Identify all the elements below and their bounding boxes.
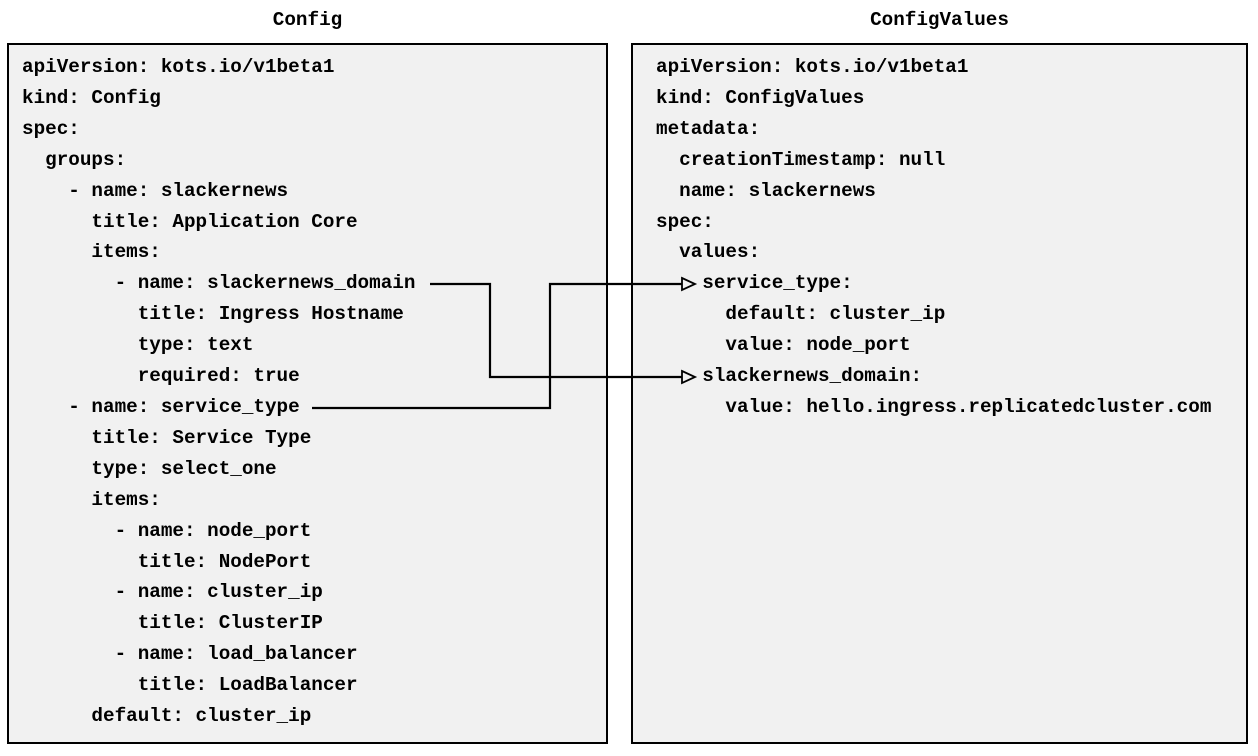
config-panel-title: Config [272,9,343,31]
config-yaml-code: apiVersion: kots.io/v1beta1 kind: Config… [22,56,416,728]
config-yaml-panel: apiVersion: kots.io/v1beta1 kind: Config… [7,43,608,744]
configvalues-panel-title: ConfigValues [870,9,1009,31]
configvalues-yaml-code: apiVersion: kots.io/v1beta1 kind: Config… [656,56,1212,418]
configvalues-yaml-panel: apiVersion: kots.io/v1beta1 kind: Config… [631,43,1248,744]
